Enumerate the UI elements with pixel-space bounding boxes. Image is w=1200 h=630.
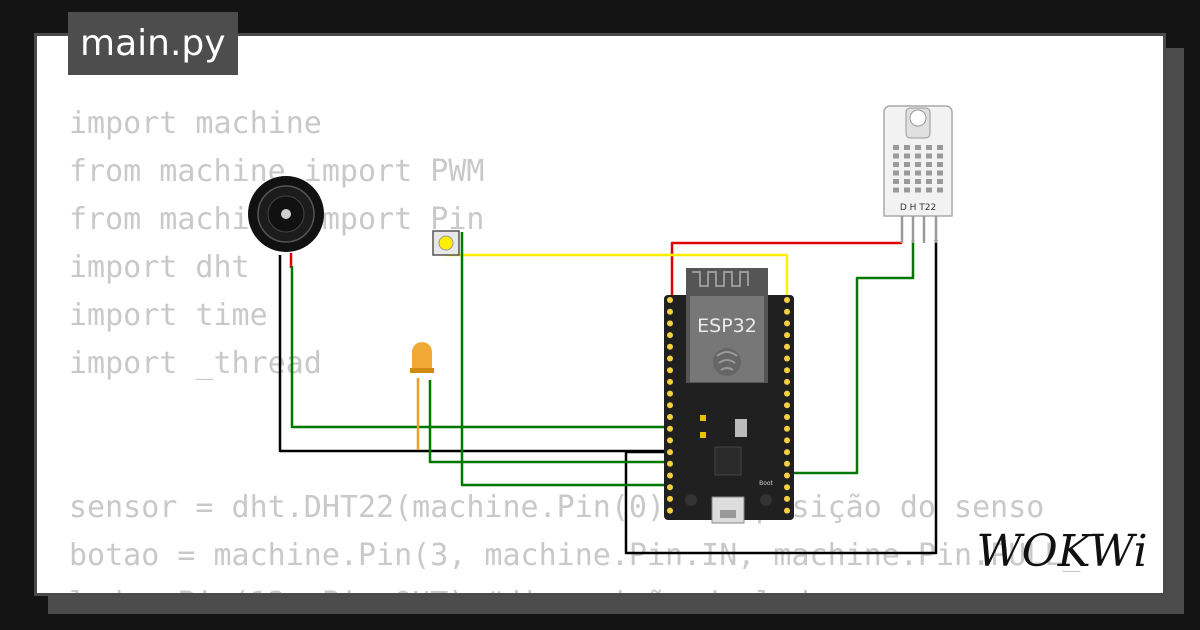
pin: [784, 414, 790, 420]
board-label: ESP32: [697, 315, 757, 337]
sensor-grille: [926, 187, 932, 193]
pin: [784, 507, 790, 514]
sensor-grille: [937, 170, 943, 176]
pin: [784, 343, 790, 350]
led[interactable]: [410, 342, 434, 373]
sensor-grille: [915, 145, 921, 150]
pin: [667, 449, 673, 456]
sensor-grille: [926, 153, 932, 159]
pin: [784, 495, 790, 502]
pin: [784, 390, 790, 397]
pin: [667, 437, 673, 444]
sensor-grille: [904, 153, 910, 159]
sensor-grille: [893, 145, 899, 150]
sensor-grille: [904, 170, 910, 176]
sensor-grille: [937, 145, 943, 150]
pin: [784, 402, 790, 409]
sensor-grille: [904, 179, 910, 184]
sensor-grille: [893, 187, 899, 193]
pin: [667, 320, 673, 327]
pin: [667, 297, 673, 303]
sensor-grille: [915, 162, 921, 167]
code-line: from machine import PWM: [69, 154, 485, 189]
pin-header-left: [667, 297, 673, 514]
pin-header-right: [784, 297, 790, 514]
pin: [784, 484, 790, 491]
pin: [667, 332, 673, 339]
sensor-grille: [893, 153, 899, 159]
wire-black-buzzer: [278, 255, 670, 453]
pin: [667, 414, 673, 420]
boot-label: Boot: [759, 480, 773, 487]
pin: [667, 355, 673, 362]
wire-green-sensor: [787, 240, 915, 475]
sensor-grille: [926, 179, 932, 184]
pin: [784, 367, 790, 374]
pin: [667, 402, 673, 409]
pin: [784, 437, 790, 444]
sensor-grille: [904, 145, 910, 150]
buzzer[interactable]: [248, 176, 324, 252]
sensor-grille: [915, 179, 921, 184]
pin: [667, 507, 673, 514]
sensor-grille: [937, 153, 943, 159]
pin: [784, 308, 790, 315]
pin: [667, 425, 673, 432]
sensor-grille: [893, 179, 899, 184]
sensor-grille: [904, 162, 910, 167]
sensor-grille: [926, 145, 932, 150]
wire-green-buzzer: [290, 266, 670, 429]
wire-green-led: [428, 380, 670, 464]
pin: [784, 320, 790, 327]
pin: [784, 332, 790, 339]
sensor-grille: [937, 187, 943, 193]
sensor-grille: [937, 179, 943, 184]
wokwi-logo: WOKWi: [976, 526, 1147, 577]
pin: [784, 449, 790, 456]
pin: [667, 484, 673, 491]
push-button[interactable]: [432, 230, 460, 256]
sensor-grille: [893, 162, 899, 167]
pin: [667, 460, 673, 467]
pin: [784, 460, 790, 467]
pin: [784, 425, 790, 432]
dht22-sensor[interactable]: D H T22: [883, 105, 953, 243]
wire-red: [670, 241, 902, 300]
pin: [784, 355, 790, 362]
sensor-grille: [915, 153, 921, 159]
pin: [784, 472, 790, 479]
code-line: import time: [69, 298, 268, 333]
sensor-grille: [915, 187, 921, 193]
pin: [667, 495, 673, 502]
pin: [667, 343, 673, 350]
esp32-board[interactable]: ESP32 Boot: [664, 268, 794, 524]
sensor-grille: [893, 170, 899, 176]
pin: [667, 390, 673, 397]
pin: [667, 367, 673, 374]
sensor-grille: [915, 170, 921, 176]
sensor-grille: [926, 170, 932, 176]
wire-green-button: [460, 232, 670, 487]
sensor-grille: [937, 162, 943, 167]
pin: [667, 308, 673, 315]
code-line: import machine: [69, 106, 322, 141]
file-tab[interactable]: main.py: [68, 12, 238, 75]
code-line: botao = machine.Pin(3, machine.Pin.IN, m…: [69, 538, 1081, 573]
pin: [667, 472, 673, 479]
pin: [784, 297, 790, 303]
code-line: led = Pin(12, Pin.OUT) #disposição do le…: [69, 580, 1080, 593]
code-line: import _thread: [69, 346, 322, 381]
pin: [784, 378, 790, 385]
wire-yellow: [445, 253, 789, 300]
sensor-grille: [926, 162, 932, 167]
sensor-label: D H T22: [900, 203, 936, 213]
sensor-grille: [904, 187, 910, 193]
code-line: import dht: [69, 250, 250, 285]
pin: [667, 378, 673, 385]
